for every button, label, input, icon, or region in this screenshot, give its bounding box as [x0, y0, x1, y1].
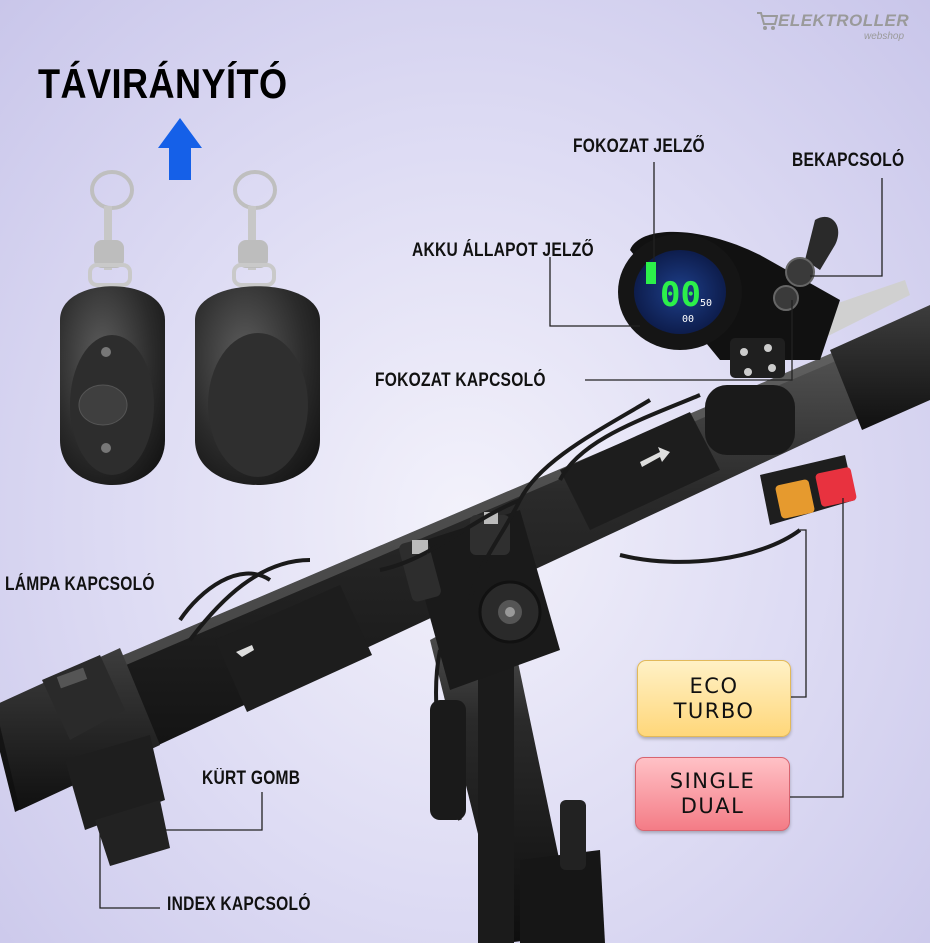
logo-sub: webshop: [864, 31, 905, 42]
label-bekapcsolo: BEKAPCSOLÓ: [792, 150, 905, 171]
eco-line1: ECO: [689, 673, 739, 698]
cart-icon: [757, 12, 778, 30]
leader-lines: [99, 162, 883, 909]
logo-name: ELEKTROLLER: [778, 11, 910, 30]
lcd-small-left: 00: [682, 314, 694, 325]
mode-switch-block: [760, 455, 857, 525]
label-index: INDEX KAPCSOLÓ: [167, 894, 311, 915]
label-akku: AKKU ÁLLAPOT JELZŐ: [412, 240, 594, 261]
brand-logo: ELEKTROLLER webshop: [756, 10, 922, 44]
single-line1: SINGLE: [669, 769, 756, 793]
stem-clamp: [399, 510, 560, 690]
single-dual-box: SINGLE DUAL: [635, 757, 790, 831]
lcd-speed: 00: [660, 275, 701, 315]
page-title: TÁVIRÁNYÍTÓ: [38, 60, 288, 107]
label-fokozat-kapcsolo: FOKOZAT KAPCSOLÓ: [375, 370, 546, 391]
label-kurt: KÜRT GOMB: [202, 768, 301, 789]
lcd-small-right: 50: [700, 298, 712, 309]
lcd-display: 00 00 50: [618, 231, 840, 455]
eco-line2: TURBO: [673, 698, 755, 723]
up-arrow-icon: [158, 118, 202, 180]
left-switch-pods: [42, 655, 170, 866]
single-line2: DUAL: [680, 794, 745, 818]
cables: [178, 393, 802, 821]
remote-fob-right: [195, 170, 320, 485]
remote-fob-left: [60, 170, 165, 485]
mode-button: [773, 285, 799, 311]
label-lampa: LÁMPA KAPCSOLÓ: [5, 574, 155, 595]
eco-turbo-box: ECO TURBO: [637, 660, 791, 737]
label-fokozat-jelzo: FOKOZAT JELZŐ: [573, 136, 705, 157]
power-button: [785, 257, 815, 287]
